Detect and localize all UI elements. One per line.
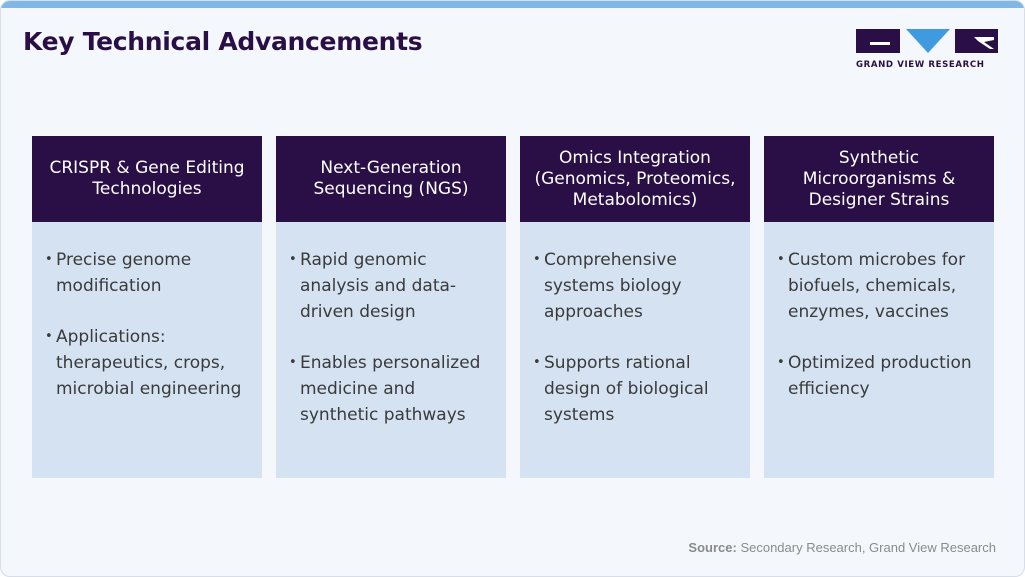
list-item: • Applications: therapeutics, crops, mic… <box>45 324 252 402</box>
list-item: • Precise genome modification <box>45 247 252 299</box>
source-text: Secondary Research, Grand View Research <box>740 540 996 555</box>
logo-text: GRAND VIEW RESEARCH <box>856 60 985 70</box>
top-accent-strip <box>1 1 1024 8</box>
bullet-dot-icon: • <box>777 252 785 267</box>
grand-view-research-logo: GRAND VIEW RESEARCH <box>856 29 998 71</box>
card-header: Omics Integration (Genomics, Proteomics,… <box>520 136 750 222</box>
list-item: • Optimized production efficiency <box>777 350 984 402</box>
source-label: Source: <box>688 540 737 555</box>
bullet-dot-icon: • <box>777 355 785 370</box>
bullet-dot-icon: • <box>289 355 297 370</box>
list-item: • Comprehensive systems biology approach… <box>533 247 740 325</box>
bullet-dot-icon: • <box>533 355 541 370</box>
page-title: Key Technical Advancements <box>23 27 423 56</box>
card-crispr: CRISPR & Gene Editing Technologies • Pre… <box>32 136 262 478</box>
list-item: • Custom microbes for biofuels, chemical… <box>777 247 984 325</box>
bullet-dot-icon: • <box>45 252 53 267</box>
list-item: • Supports rational design of biological… <box>533 350 740 428</box>
card-header: Next-Generation Sequencing (NGS) <box>276 136 506 222</box>
card-ngs: Next-Generation Sequencing (NGS) • Rapid… <box>276 136 506 478</box>
bullet-dot-icon: • <box>533 252 541 267</box>
card-header: CRISPR & Gene Editing Technologies <box>32 136 262 222</box>
card-synthetic-microorganisms: Synthetic Microorganisms & Designer Stra… <box>764 136 994 478</box>
gvr-logo-icon <box>856 29 998 53</box>
card-omics: Omics Integration (Genomics, Proteomics,… <box>520 136 750 478</box>
bullet-dot-icon: • <box>289 252 297 267</box>
source-note: Source: Secondary Research, Grand View R… <box>688 540 996 555</box>
card-header: Synthetic Microorganisms & Designer Stra… <box>764 136 994 222</box>
bullet-dot-icon: • <box>45 329 53 344</box>
list-item: • Enables personalized medicine and synt… <box>289 350 496 428</box>
list-item: • Rapid genomic analysis and data-driven… <box>289 247 496 325</box>
